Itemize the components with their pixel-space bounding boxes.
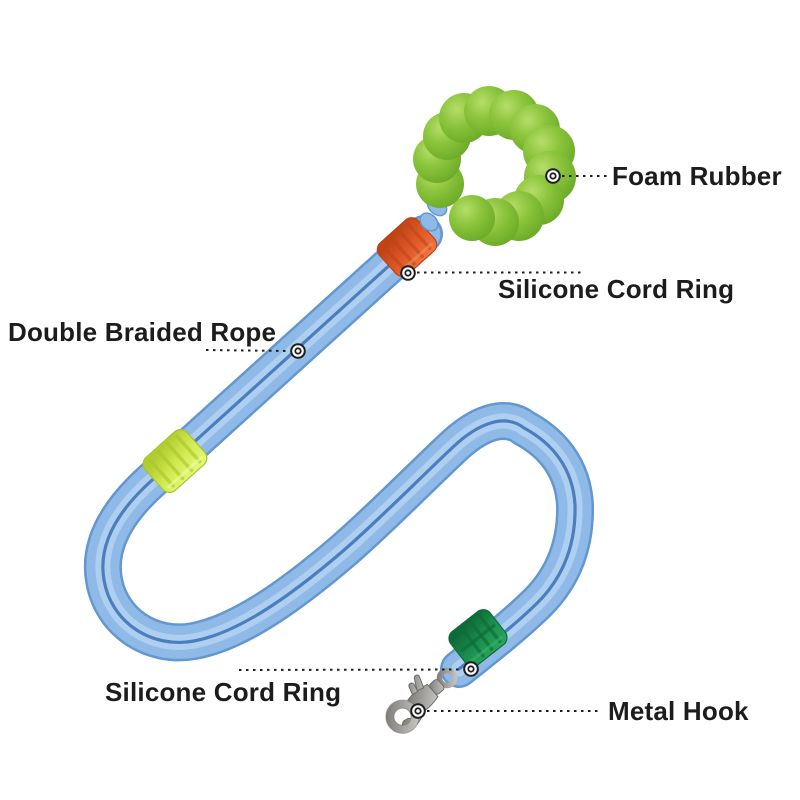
callout-marker-icon [290,343,306,359]
label-metal-hook: Metal Hook [608,696,749,726]
silicone-ring-lime [142,429,208,493]
label-foam-rubber: Foam Rubber [612,161,782,191]
callout-marker-icon [463,661,479,677]
label-silicone-cord-ring-top: Silicone Cord Ring [498,274,734,304]
callout-silicone-cord-ring-top: Silicone Cord Ring [400,265,734,304]
callout-line [205,349,290,352]
callout-double-braided-rope: Double Braided Rope [8,317,306,359]
callout-foam-rubber: Foam Rubber [545,161,782,191]
rope [83,215,595,688]
callout-marker-icon [410,703,426,719]
callout-metal-hook: Metal Hook [410,696,749,726]
label-double-braided-rope: Double Braided Rope [8,317,276,347]
callout-silicone-cord-ring-bottom: Silicone Cord Ring [105,661,479,707]
callout-marker-icon [400,265,416,281]
silicone-ring-green [448,609,508,667]
label-silicone-cord-ring-bottom: Silicone Cord Ring [105,677,341,707]
foam-rubber-handle [413,86,576,246]
silicone-ring-orange [376,217,438,277]
callout-marker-icon [545,168,561,184]
callout-line [238,668,463,671]
